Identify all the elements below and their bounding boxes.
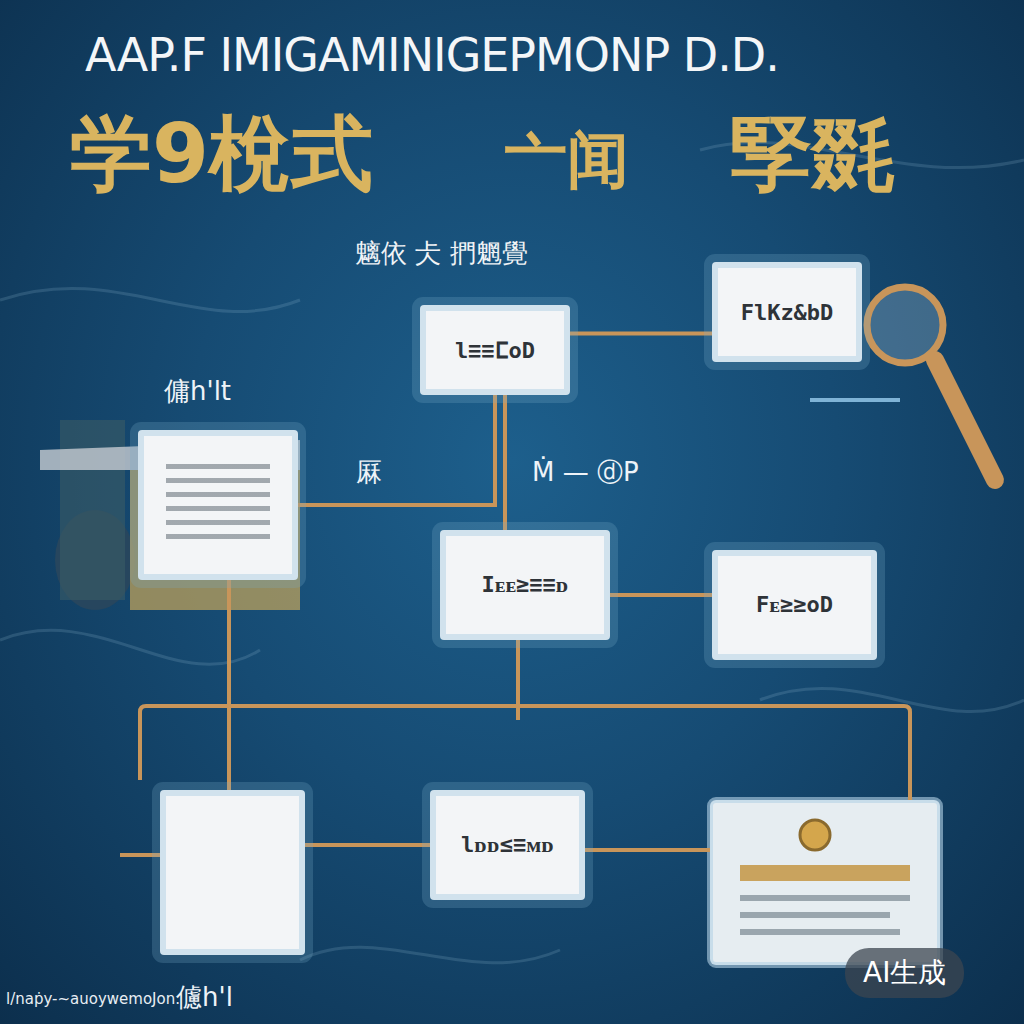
node-text: FlKz&bD <box>731 294 844 331</box>
process-box: Iᴇᴇ≥≡≡ᴅ <box>440 530 610 640</box>
document-illustration <box>710 800 940 965</box>
process-box: Fᴇ≥≥oD <box>712 550 877 660</box>
connector-line <box>503 395 507 530</box>
footer-text: l/naṗy-~auoywemoJon. <box>6 990 180 1008</box>
document-box: 傭h'lt <box>138 430 298 580</box>
heading-glyphs: 亠闻 <box>505 118 629 202</box>
node-text: l≡≡ⵎoD <box>445 332 545 369</box>
node-heading: 傭h'lt <box>164 374 231 409</box>
heading-glyphs: 孯毲 <box>730 100 894 210</box>
connector-line <box>227 580 231 790</box>
plant-illustration <box>40 420 300 610</box>
process-box: l≡≡ⵎoD <box>420 305 570 395</box>
process-box: FlKz&bD <box>712 262 862 362</box>
connector-line <box>570 332 712 336</box>
node-text: lᴅᴅ≤≡ᴍᴅ <box>451 826 564 864</box>
bracket-line <box>120 400 910 855</box>
connector-line <box>305 843 430 847</box>
node-text: Fᴇ≥≥oD <box>746 586 843 624</box>
subtitle-text: 魑依 仧 捫魍覺 <box>355 236 528 271</box>
connector-line <box>298 395 495 505</box>
magnifier-icon <box>867 287 995 480</box>
process-box: lᴅᴅ≤≡ᴍᴅ <box>430 790 585 900</box>
node-text: Iᴇᴇ≥≡≡ᴅ <box>472 566 579 604</box>
table-lines <box>166 464 270 547</box>
document-box: 儢h'l <box>160 790 305 955</box>
line-label: 厤 <box>356 455 382 490</box>
line-label: Ṁ — ⓓP <box>532 455 639 490</box>
node-heading: 儢h'l <box>176 980 233 1015</box>
title-text: AAP.F IMIGAMINIGEPMONP D.D. <box>85 28 779 82</box>
heading-glyphs: 学9梲式 <box>70 100 373 210</box>
watermark: AI生成 <box>845 948 964 998</box>
connector-line <box>610 593 712 597</box>
